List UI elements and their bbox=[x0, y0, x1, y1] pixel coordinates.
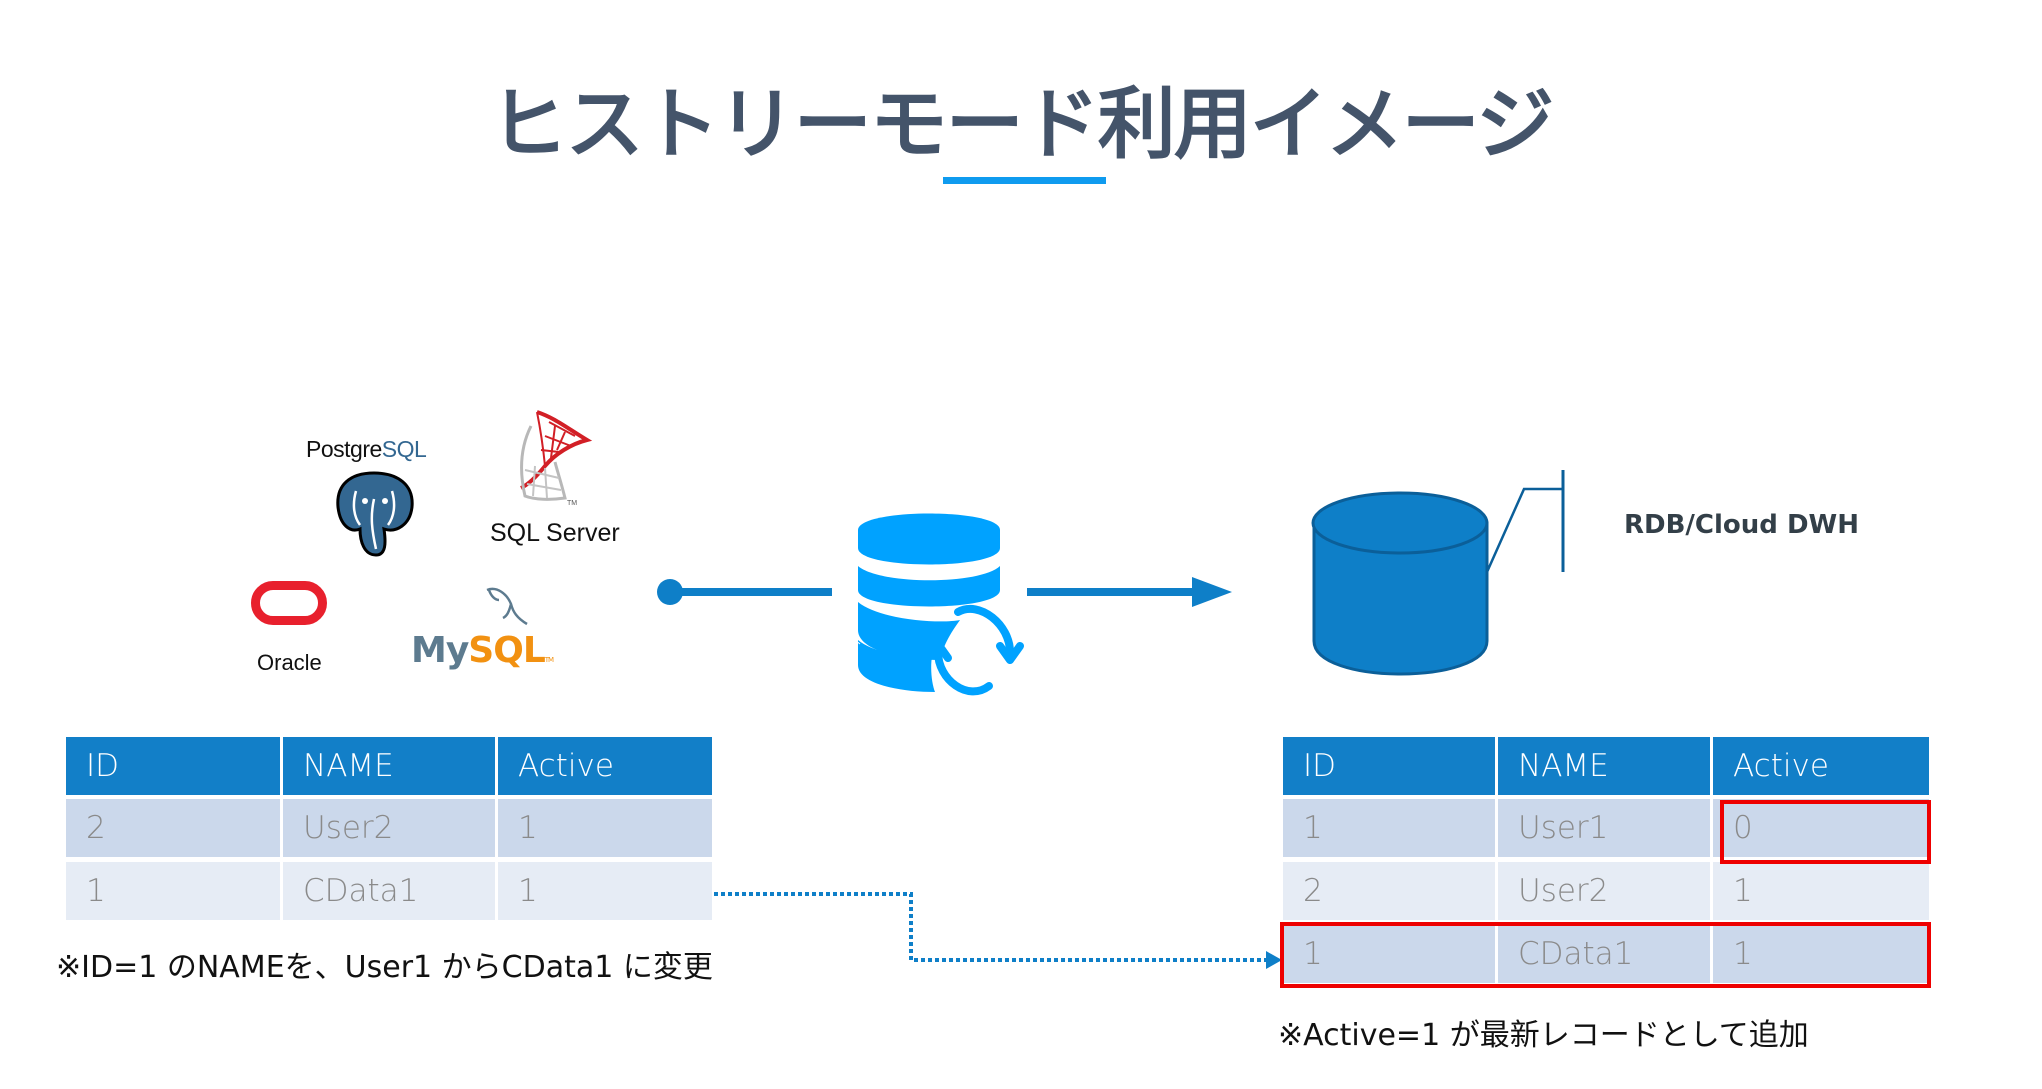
table-row: 1 CData1 1 bbox=[1283, 925, 1929, 983]
title-underline bbox=[943, 177, 1106, 184]
page-title: ヒストリーモード利用イメージ bbox=[489, 80, 1554, 170]
cell-name: User2 bbox=[1498, 862, 1710, 920]
sql-server-icon: TM bbox=[520, 410, 593, 506]
column-header-active: Active bbox=[1713, 737, 1929, 795]
cell-id: 1 bbox=[66, 862, 280, 920]
connector-arrowhead bbox=[1266, 951, 1282, 969]
table-row: 2 User2 1 bbox=[66, 799, 712, 857]
mysql-label: MySQLTM bbox=[411, 630, 554, 671]
column-header-name: NAME bbox=[1498, 737, 1710, 795]
cell-id: 1 bbox=[1283, 799, 1495, 857]
mysql-logo: MySQLTM bbox=[405, 580, 554, 680]
source-table: ID NAME Active 2 User2 1 1 CData1 1 bbox=[66, 737, 712, 921]
highlight-box-new-row bbox=[1280, 922, 1931, 988]
mysql-label-b: SQL bbox=[468, 630, 545, 671]
cell-id: 2 bbox=[1283, 862, 1495, 920]
cell-active: 1 bbox=[498, 862, 712, 920]
column-header-id: ID bbox=[1283, 737, 1495, 795]
column-header-name: NAME bbox=[283, 737, 495, 795]
oracle-label: Oracle bbox=[257, 650, 322, 675]
table-row: 2 User2 1 bbox=[1283, 862, 1929, 920]
cell-active: 1 bbox=[1713, 862, 1929, 920]
postgresql-elephant-icon bbox=[336, 471, 414, 557]
postgresql-label-b: SQL bbox=[381, 436, 427, 462]
cell-id: 1 bbox=[1283, 925, 1495, 983]
flow-diagram bbox=[657, 470, 1565, 696]
mysql-dolphin-icon bbox=[486, 587, 528, 626]
cell-name: CData1 bbox=[1498, 925, 1710, 983]
cell-active: 1 bbox=[1713, 925, 1929, 983]
table-row: 1 User1 0 bbox=[1283, 799, 1929, 857]
source-note: ※ID=1 のNAMEを、User1 からCData1 に変更 bbox=[56, 950, 713, 985]
oracle-logo: Oracle bbox=[245, 578, 355, 678]
oracle-ring-icon bbox=[251, 581, 327, 625]
sql-server-logo: TM SQL Server bbox=[485, 406, 635, 551]
destination-note: ※Active=1 が最新レコードとして追加 bbox=[1278, 1018, 1809, 1053]
cell-active: 1 bbox=[498, 799, 712, 857]
database-cylinder-icon bbox=[1311, 491, 1489, 676]
postgresql-logo: PostgreSQL bbox=[300, 436, 460, 561]
cell-name: User2 bbox=[283, 799, 495, 857]
mysql-tm: TM bbox=[544, 656, 554, 664]
column-header-active: Active bbox=[498, 737, 712, 795]
postgresql-label-a: Postgre bbox=[306, 436, 382, 462]
mysql-label-a: My bbox=[411, 630, 469, 671]
table-header-row: ID NAME Active bbox=[66, 737, 712, 795]
column-header-id: ID bbox=[66, 737, 280, 795]
database-sync-icon bbox=[854, 513, 1024, 696]
cell-active: 0 bbox=[1713, 799, 1929, 857]
svg-text:TM: TM bbox=[567, 500, 577, 506]
callout-line bbox=[1485, 487, 1545, 573]
destination-label: RDB/Cloud DWH bbox=[1624, 510, 1859, 540]
cell-name: User1 bbox=[1498, 799, 1710, 857]
table-row: 1 CData1 1 bbox=[66, 862, 712, 920]
table-header-row: ID NAME Active bbox=[1283, 737, 1929, 795]
destination-table: ID NAME Active 1 User1 0 2 User2 1 1 CDa… bbox=[1283, 737, 1929, 987]
highlight-box-inactive-cell bbox=[1720, 800, 1931, 864]
cell-name: CData1 bbox=[283, 862, 495, 920]
sql-server-label: SQL Server bbox=[490, 519, 620, 547]
cell-id: 2 bbox=[66, 799, 280, 857]
flow-arrowhead bbox=[1192, 577, 1232, 607]
